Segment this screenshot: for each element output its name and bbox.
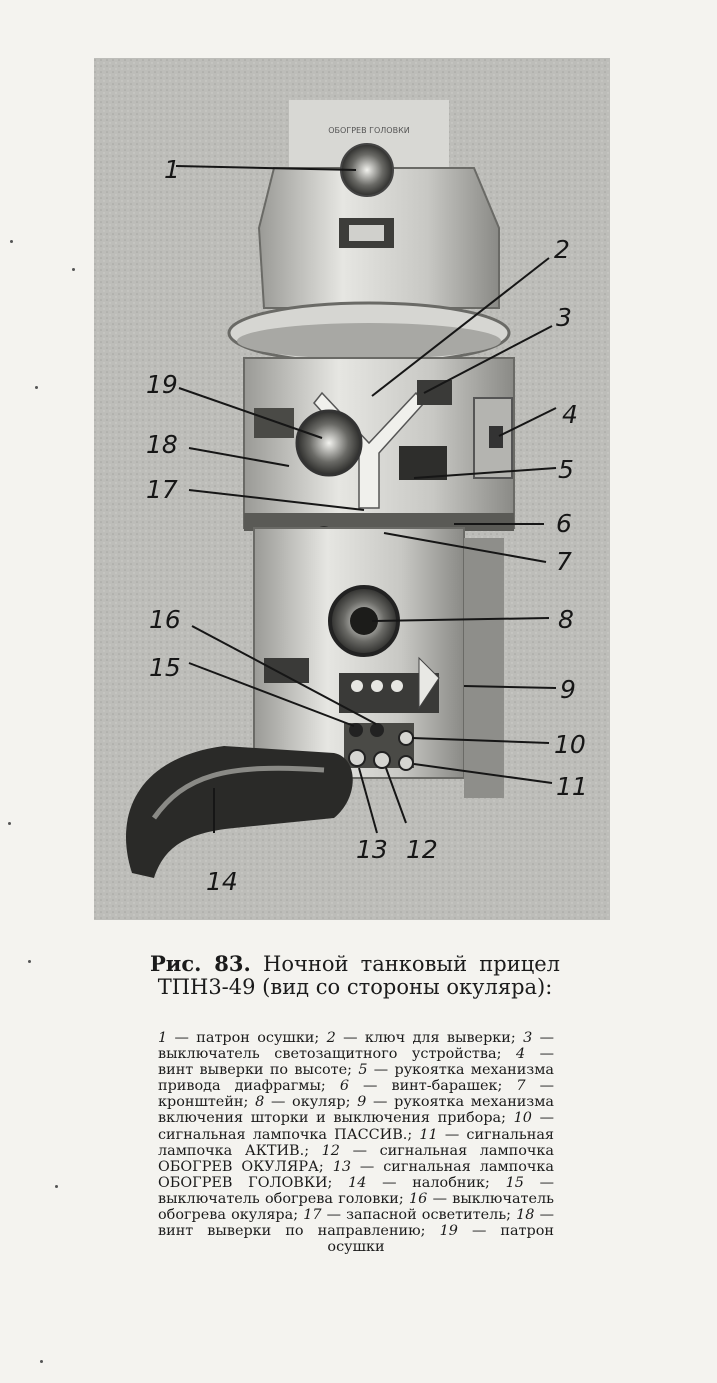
legend-number: 18 <box>516 1207 535 1224</box>
callout-13: 13 <box>356 835 388 864</box>
callout-2: 2 <box>554 235 570 264</box>
diaphragm-handle <box>399 446 447 480</box>
legend-item: 13 — сигнальная лампочка ОБОГРЕВ ГОЛОВКИ… <box>158 1158 555 1191</box>
bracket-rod <box>244 513 514 531</box>
forehead-rest <box>125 746 353 878</box>
legend-number: 19 <box>439 1223 458 1240</box>
legend-number: 11 <box>419 1126 438 1143</box>
callout-6: 6 <box>556 509 572 538</box>
legend-item: 6 — винт-барашек; <box>339 1078 503 1095</box>
active-lamp <box>398 755 414 771</box>
legend-text: окуляр; <box>292 1094 351 1111</box>
legend-text: винт выверки по высоте; <box>158 1062 353 1079</box>
legend-item: 11 — сигнальная лампочка АКТИВ.; <box>158 1126 555 1159</box>
legend-item: 12 — сигнальная лампочка ОБОГРЕВ ОКУЛЯРА… <box>158 1142 555 1175</box>
legend-number: 10 <box>513 1110 532 1127</box>
legend-number: 14 <box>348 1174 367 1191</box>
legend-text: патрон осушки <box>327 1223 554 1256</box>
passive-lamp <box>398 730 414 746</box>
legend-text: сигнальная лампочка ОБОГРЕВ ГОЛОВКИ; <box>158 1158 555 1191</box>
callout-11: 11 <box>556 772 588 801</box>
device-photo: ОБОГРЕВ ГОЛОВКИ <box>94 58 610 920</box>
legend-text: выключатель обогрева окуляра; <box>158 1190 554 1224</box>
legend-item: 1 — патрон осушки; <box>158 1030 320 1046</box>
legend-item: 3 — выключатель светозащитного устройств… <box>158 1030 555 1063</box>
legend-item: 10 — сигнальная лампочка ПАССИВ.; <box>158 1110 555 1143</box>
eyepiece-heating-lamp <box>373 751 391 769</box>
head-heating-switch <box>349 723 363 737</box>
legend-text: рукоятка механизма включения шторки и вы… <box>158 1094 555 1127</box>
legend-number: 1 <box>158 1030 168 1046</box>
legend-number: 2 <box>326 1030 336 1046</box>
legend-item: 15 — выключатель обогрева головки; <box>158 1174 554 1207</box>
legend-text: кронштейн; <box>158 1094 249 1111</box>
caption-text: Ночной танковый прицел ТПН3-49 (вид со с… <box>157 952 560 999</box>
figure-caption: Рис. 83. Ночной танковый прицел ТПН3-49 … <box>150 952 560 999</box>
callout-1: 1 <box>164 155 180 184</box>
callout-16: 16 <box>149 605 181 634</box>
legend-item: 2 — ключ для выверки; <box>326 1030 516 1046</box>
legend-number: 13 <box>332 1158 352 1175</box>
figure-legend: 1 — патрон осушки; 2 — ключ для выверки;… <box>158 1030 554 1255</box>
callout-3: 3 <box>556 303 572 332</box>
legend-number: 4 <box>515 1046 526 1063</box>
callout-17: 17 <box>146 475 178 504</box>
legend-text: сигнальная лампочка АКТИВ.; <box>158 1126 555 1159</box>
legend-number: 5 <box>358 1062 368 1079</box>
legend-item: 8 — окуляр; <box>255 1094 351 1111</box>
legend-item: 19 — патрон осушки <box>327 1223 554 1256</box>
legend-item: 14 — налобник; <box>348 1174 490 1191</box>
callout-5: 5 <box>558 455 574 484</box>
callout-4: 4 <box>562 400 578 429</box>
callout-18: 18 <box>146 430 178 459</box>
legend-text: запасной осветитель; <box>346 1207 512 1224</box>
eyepiece-heating-switch <box>370 723 384 737</box>
legend-text: выключатель обогрева головки; <box>158 1190 404 1207</box>
legend-number: 9 <box>357 1094 367 1111</box>
callout-9: 9 <box>560 675 576 704</box>
legend-item: 9 — рукоятка механизма включения шторки … <box>158 1094 555 1127</box>
legend-item: 16 — выключатель обогрева окуляра; <box>158 1190 554 1224</box>
callout-15: 15 <box>149 653 181 682</box>
legend-text: ключ для выверки; <box>364 1030 516 1046</box>
callout-8: 8 <box>558 605 574 634</box>
caption-title: Рис. 83. Ночной танковый прицел ТПН3-49 … <box>150 952 560 999</box>
callout-10: 10 <box>554 730 586 759</box>
legend-number: 17 <box>303 1207 322 1224</box>
legend-text: патрон осушки; <box>196 1030 320 1046</box>
head-plate-text: ОБОГРЕВ ГОЛОВКИ <box>328 126 410 135</box>
leader-lines <box>175 165 557 834</box>
drying-cartridge-side <box>295 409 363 477</box>
callout-7: 7 <box>556 547 572 576</box>
legend-number: 3 <box>523 1030 533 1046</box>
legend-item: 7 — кронштейн; <box>158 1078 554 1111</box>
shutter-switch <box>417 380 452 405</box>
legend-text: винт-барашек; <box>391 1078 503 1095</box>
legend-number: 7 <box>516 1078 526 1095</box>
legend-text: выключатель светозащитного устройства; <box>158 1046 502 1063</box>
legend-item: 18 — винт выверки по направлению; <box>158 1207 554 1240</box>
legend-text: рукоятка механизма привода диафрагмы; <box>158 1062 554 1095</box>
legend-text: сигнальная лампочка ПАССИВ.; <box>158 1126 413 1143</box>
legend-number: 16 <box>409 1190 428 1207</box>
legend-number: 6 <box>339 1078 349 1095</box>
legend-number: 8 <box>255 1094 265 1111</box>
callout-14: 14 <box>206 867 238 896</box>
callout-19: 19 <box>146 370 178 399</box>
head-heating-lamp <box>348 749 366 767</box>
legend-text: налобник; <box>412 1174 490 1191</box>
legend-item: 5 — рукоятка механизма привода диафрагмы… <box>158 1062 554 1095</box>
callout-12: 12 <box>406 835 438 864</box>
legend-number: 12 <box>321 1142 340 1159</box>
legend-number: 15 <box>505 1174 524 1191</box>
legend-text: винт выверки по направлению; <box>158 1223 426 1240</box>
figure-number: Рис. 83. <box>150 951 251 976</box>
legend-item: 4 — винт выверки по высоте; <box>158 1046 554 1079</box>
legend-text: сигнальная лампочка ОБОГРЕВ ОКУЛЯРА; <box>158 1142 555 1175</box>
legend-item: 17 — запасной осветитель; <box>303 1207 512 1224</box>
